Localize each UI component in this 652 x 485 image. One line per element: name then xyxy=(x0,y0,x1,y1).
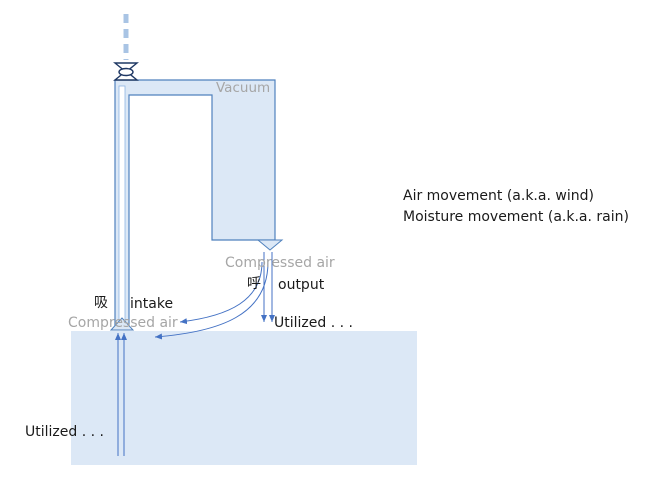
output-label: output xyxy=(278,277,325,293)
intake-nozzle xyxy=(109,317,135,331)
left-pipe-channel xyxy=(118,85,126,323)
utilized-left-label: Utilized . . . xyxy=(25,424,104,440)
compressed-air-top-label: Compressed air xyxy=(225,255,335,271)
outlet-nozzle xyxy=(256,239,284,251)
vacuum-label: Vacuum xyxy=(216,80,271,96)
inhale-char-label: 吸 xyxy=(94,295,108,311)
utilized-right-label: Utilized . . . xyxy=(274,315,353,331)
legend-moisture-label: Moisture movement (a.k.a. rain) xyxy=(403,209,629,225)
legend-air-label: Air movement (a.k.a. wind) xyxy=(403,188,594,204)
exhale-char-label: 呼 xyxy=(247,276,261,292)
ground-block xyxy=(71,331,417,465)
curve-arrow-lower xyxy=(154,261,269,340)
curve-arrow-upper xyxy=(179,261,263,325)
valve-icon xyxy=(113,62,139,81)
compressed-air-left-label: Compressed air xyxy=(68,315,178,331)
intake-label: intake xyxy=(130,296,174,312)
